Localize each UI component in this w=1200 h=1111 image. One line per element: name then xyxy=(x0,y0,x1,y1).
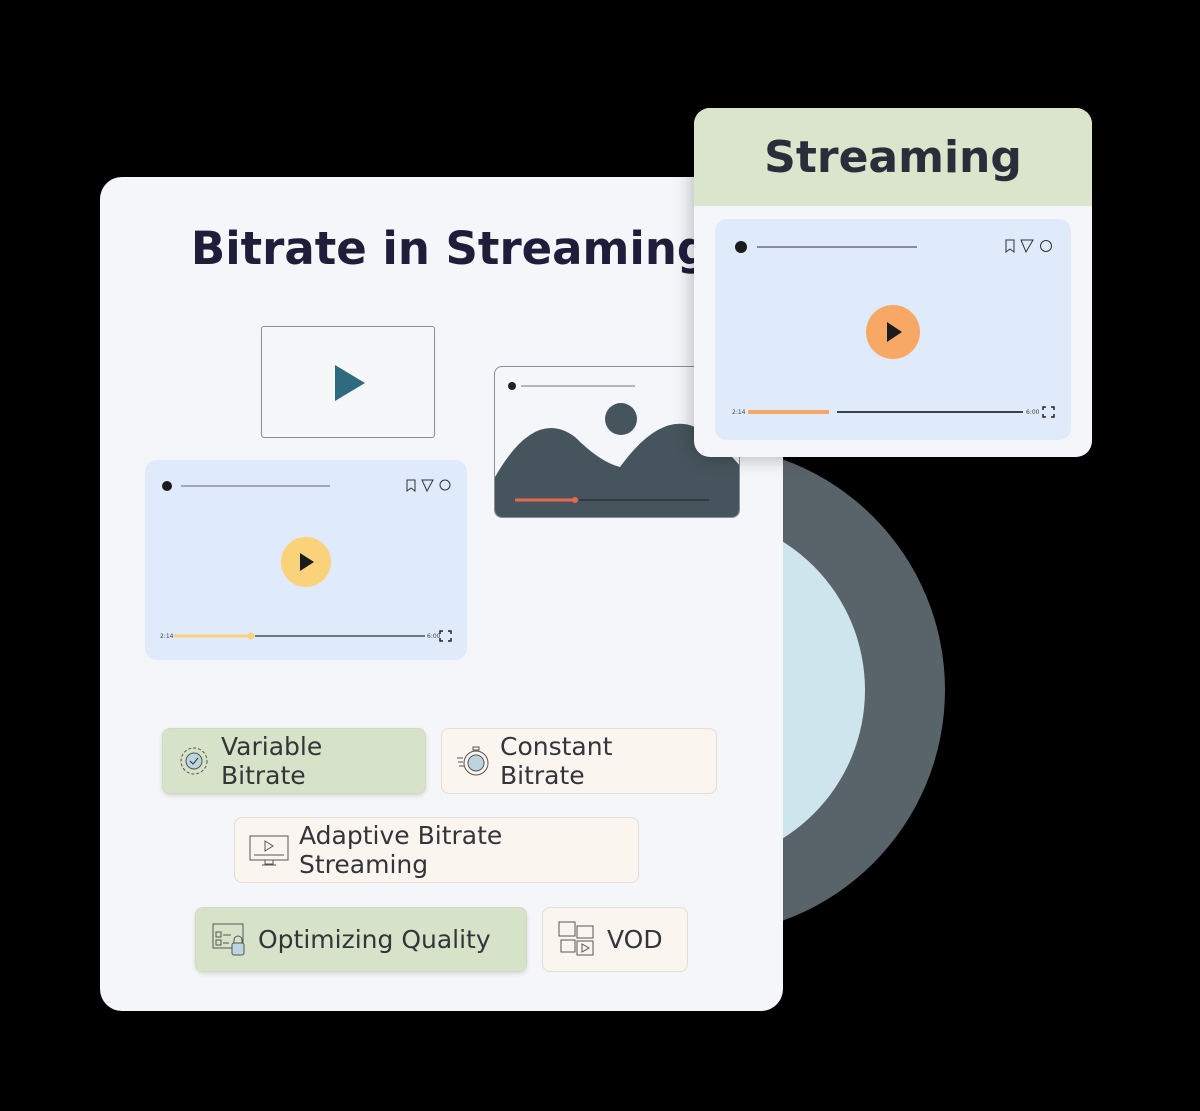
chip-constant-bitrate[interactable]: Constant Bitrate xyxy=(441,728,717,794)
bookmark-icon xyxy=(406,479,416,492)
chip-label: Variable Bitrate xyxy=(221,732,323,790)
send-icon xyxy=(1020,239,1034,254)
image-player-card[interactable] xyxy=(494,366,740,518)
chip-variable-bitrate[interactable]: Variable Bitrate xyxy=(162,728,426,794)
chip-label: VOD xyxy=(607,925,663,954)
media-chat-icon xyxy=(558,921,594,955)
chip-label: Constant Bitrate xyxy=(500,732,613,790)
clock-icon xyxy=(1040,240,1052,252)
page-title: Bitrate in Streaming xyxy=(190,222,710,275)
duration: 6:00 xyxy=(1026,409,1040,416)
video-thumbnail[interactable] xyxy=(261,326,435,438)
fullscreen-icon xyxy=(1042,406,1055,418)
gear-check-icon xyxy=(180,747,208,775)
play-icon xyxy=(335,365,365,401)
send-icon xyxy=(421,479,434,493)
play-icon xyxy=(887,322,902,342)
video-player-right[interactable]: 2:14 6:00 xyxy=(715,219,1071,440)
player-controls xyxy=(735,239,1055,418)
player-controls xyxy=(162,479,452,642)
checklist-lock-icon xyxy=(212,923,245,955)
current-time: 2:14 xyxy=(732,409,746,416)
duration: 6:00 xyxy=(427,633,441,640)
chip-adaptive-bitrate-streaming[interactable]: Adaptive Bitrate Streaming xyxy=(234,817,639,883)
image-placeholder-icon xyxy=(495,382,739,517)
chip-label: Optimizing Quality xyxy=(258,925,491,954)
bookmark-icon xyxy=(1005,239,1015,253)
streaming-card-title: Streaming xyxy=(694,108,1092,206)
video-player-left[interactable]: 2:14 6:00 xyxy=(145,460,467,660)
stopwatch-icon xyxy=(457,746,489,776)
clock-icon xyxy=(439,479,451,491)
streaming-card: Streaming 2:14 6:00 xyxy=(694,108,1092,457)
monitor-play-icon xyxy=(249,835,289,866)
chip-label: Adaptive Bitrate Streaming xyxy=(299,821,503,879)
play-icon xyxy=(300,553,314,571)
fullscreen-icon xyxy=(439,630,452,642)
chip-optimizing-quality[interactable]: Optimizing Quality xyxy=(195,907,527,972)
chip-vod[interactable]: VOD xyxy=(542,907,688,972)
current-time: 2:14 xyxy=(160,633,174,640)
